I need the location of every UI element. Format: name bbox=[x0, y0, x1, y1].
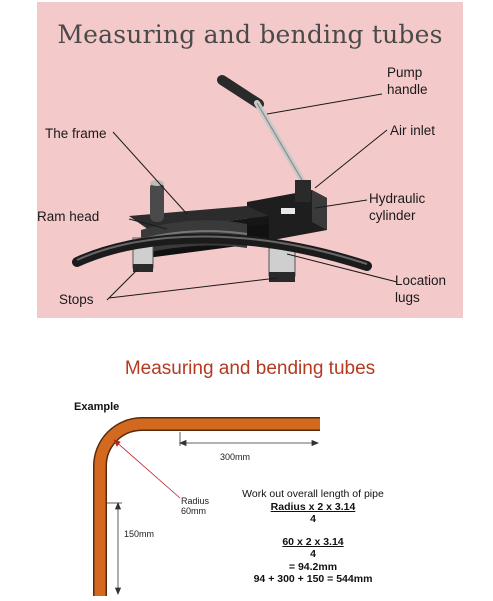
pipe-bend-diagram bbox=[93, 417, 320, 596]
pump-handle-label: Pump handle bbox=[387, 65, 428, 97]
example-label: Example bbox=[74, 401, 120, 413]
radius-leader bbox=[113, 439, 181, 499]
dimension-150 bbox=[106, 501, 122, 596]
pipe-length-slide: Measuring and bending tubes Example 300m… bbox=[60, 348, 440, 600]
top-length-label: 300mm bbox=[220, 452, 251, 462]
pump-handle bbox=[217, 75, 312, 195]
calc-line-2: Radius x 2 x 3.14 bbox=[270, 500, 356, 513]
ram-head-label: Ram head bbox=[37, 209, 100, 224]
hydraulic-cylinder-label: Hydraulic cylinder bbox=[369, 191, 426, 223]
bender-slide: Measuring and bending tubes bbox=[37, 2, 463, 318]
slide-title: Measuring and bending tubes bbox=[124, 358, 376, 379]
calc-line-4: 60 x 2 x 3.14 bbox=[282, 535, 344, 548]
air-inlet-label: Air inlet bbox=[390, 123, 436, 138]
frame-label: The frame bbox=[45, 126, 107, 141]
calc-line-6: = 94.2mm bbox=[288, 560, 338, 573]
calc-line-3: 4 bbox=[310, 513, 316, 525]
dimension-300 bbox=[178, 432, 320, 447]
calculation-text: Work out overall length of pipe Radius x… bbox=[228, 488, 398, 586]
bent-pipe bbox=[72, 233, 372, 271]
location-lugs-label: Location lugs bbox=[395, 273, 447, 305]
calc-line-5: 4 bbox=[310, 548, 316, 560]
stops-label: Stops bbox=[59, 292, 94, 307]
radius-label: Radius 60mm bbox=[181, 496, 210, 516]
side-length-label: 150mm bbox=[124, 529, 155, 539]
calc-line-1: Work out overall length of pipe bbox=[242, 488, 384, 500]
leader-lines bbox=[106, 93, 398, 301]
pipe-bender-illustration bbox=[72, 75, 398, 301]
calc-line-7: 94 + 300 + 150 = 544mm bbox=[253, 573, 373, 585]
slide-title: Measuring and bending tubes bbox=[57, 20, 443, 49]
